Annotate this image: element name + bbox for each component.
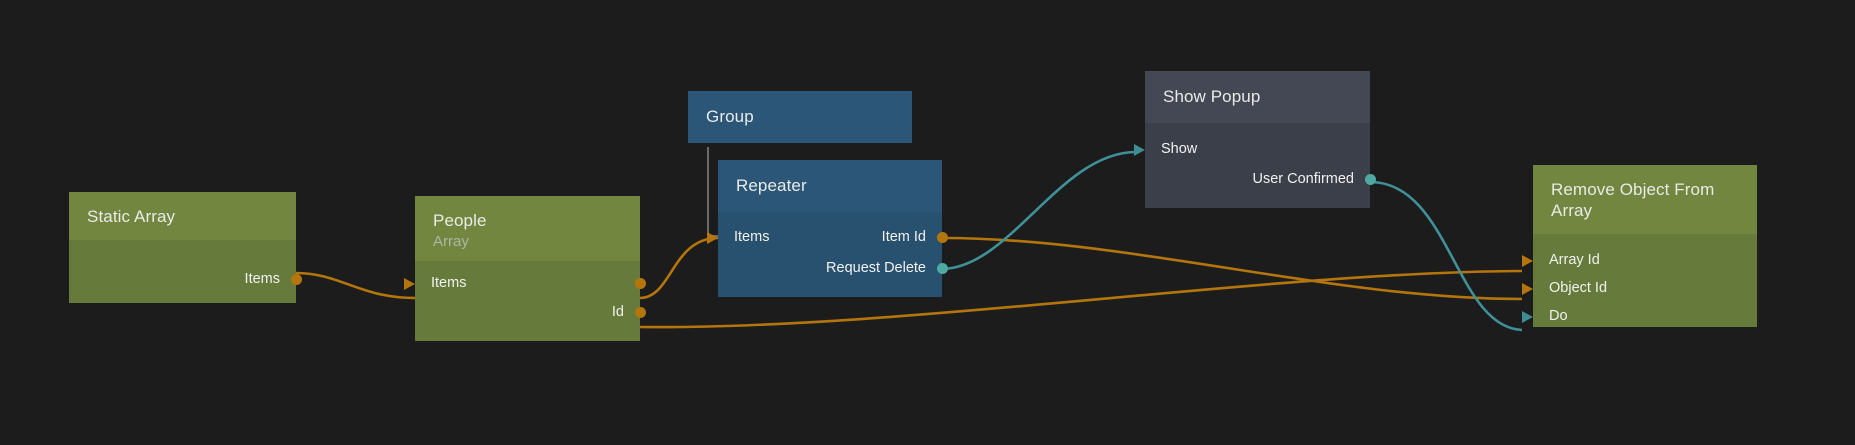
node-show-popup-title: Show Popup xyxy=(1163,87,1261,106)
wire-people-to-repeater xyxy=(639,236,719,300)
port-show-popup-user-confirmed-out[interactable]: User Confirmed xyxy=(1145,167,1376,192)
node-people-subtitle: Array xyxy=(433,233,469,250)
port-label-id: Id xyxy=(611,304,624,320)
node-group-header: Group xyxy=(688,91,912,143)
port-remove-object-do-in[interactable]: Do xyxy=(1522,304,1757,329)
port-dot-teal-icon[interactable] xyxy=(1364,174,1376,185)
port-label-user-confirmed: User Confirmed xyxy=(1252,171,1354,187)
port-label-show: Show xyxy=(1161,141,1198,157)
port-arrow-orange-icon xyxy=(404,277,415,290)
port-dot-orange-icon[interactable] xyxy=(290,274,302,285)
node-people-title: People xyxy=(433,211,487,230)
node-show-popup-header: Show Popup xyxy=(1145,71,1370,123)
port-dot-teal-icon[interactable] xyxy=(936,263,948,274)
node-remove-object-body: Array Id Object Id Do xyxy=(1522,234,1757,329)
port-dot-orange-icon[interactable] xyxy=(634,278,646,289)
port-label-items: Items xyxy=(244,271,280,287)
port-label-array-id: Array Id xyxy=(1549,252,1600,268)
node-people-body: Items Id xyxy=(404,261,646,341)
node-show-popup[interactable]: Show Popup Show User Confirmed xyxy=(1134,71,1376,208)
node-people-header: People Array xyxy=(415,196,640,261)
port-repeater-request-delete-out[interactable]: Request Delete xyxy=(718,256,948,281)
port-label-item-id: Item Id xyxy=(881,229,926,245)
node-group-title: Group xyxy=(706,107,754,126)
node-repeater[interactable]: Repeater Items Item Id Request Delete xyxy=(707,160,948,297)
node-group[interactable]: Group xyxy=(688,91,912,143)
node-remove-object-header: Remove Object From Array xyxy=(1533,165,1757,234)
port-show-popup-show-in[interactable]: Show xyxy=(1134,137,1370,162)
node-remove-object-from-array[interactable]: Remove Object From Array Array Id Object… xyxy=(1522,165,1757,329)
port-remove-object-object-id-in[interactable]: Object Id xyxy=(1522,276,1757,301)
wire-static-array-to-people xyxy=(295,271,416,300)
port-arrow-orange-icon xyxy=(1522,254,1533,267)
wire-requestdelete-to-show xyxy=(941,150,1136,271)
port-label-object-id: Object Id xyxy=(1549,280,1608,296)
port-remove-object-array-id-in[interactable]: Array Id xyxy=(1522,248,1757,273)
port-arrow-teal-icon xyxy=(1134,143,1145,156)
port-label-items: Items xyxy=(734,229,770,245)
node-static-array-title: Static Array xyxy=(87,207,176,226)
port-dot-orange-icon[interactable] xyxy=(634,307,646,318)
node-static-array-body: Items xyxy=(69,240,302,303)
node-static-array-header: Static Array xyxy=(69,192,296,240)
node-repeater-body: Items Item Id Request Delete xyxy=(707,212,948,297)
port-people-id-out[interactable]: Id xyxy=(415,300,646,325)
port-arrow-orange-icon xyxy=(1522,282,1533,295)
node-static-array[interactable]: Static Array Items xyxy=(69,192,302,303)
port-label-do: Do xyxy=(1549,308,1568,324)
port-repeater-item-id-out[interactable]: Item Id xyxy=(718,225,948,250)
port-dot-orange-icon[interactable] xyxy=(936,232,948,243)
node-people[interactable]: People Array Items Id xyxy=(404,196,646,341)
port-arrow-teal-icon xyxy=(1522,310,1533,323)
wire-userconfirmed-to-do xyxy=(1369,180,1523,332)
node-repeater-header: Repeater xyxy=(718,160,942,212)
port-arrow-orange-icon xyxy=(707,231,718,244)
node-show-popup-body: Show User Confirmed xyxy=(1134,123,1376,208)
node-repeater-title: Repeater xyxy=(736,176,807,195)
node-remove-object-title: Remove Object From Array xyxy=(1551,180,1715,220)
port-static-array-items-out[interactable]: Items xyxy=(69,267,302,292)
port-label-items: Items xyxy=(431,275,467,291)
wire-repeater-itemid-to-objectid xyxy=(941,236,1523,301)
port-people-items-in[interactable]: Items xyxy=(404,271,646,296)
port-label-request-delete: Request Delete xyxy=(826,260,926,276)
